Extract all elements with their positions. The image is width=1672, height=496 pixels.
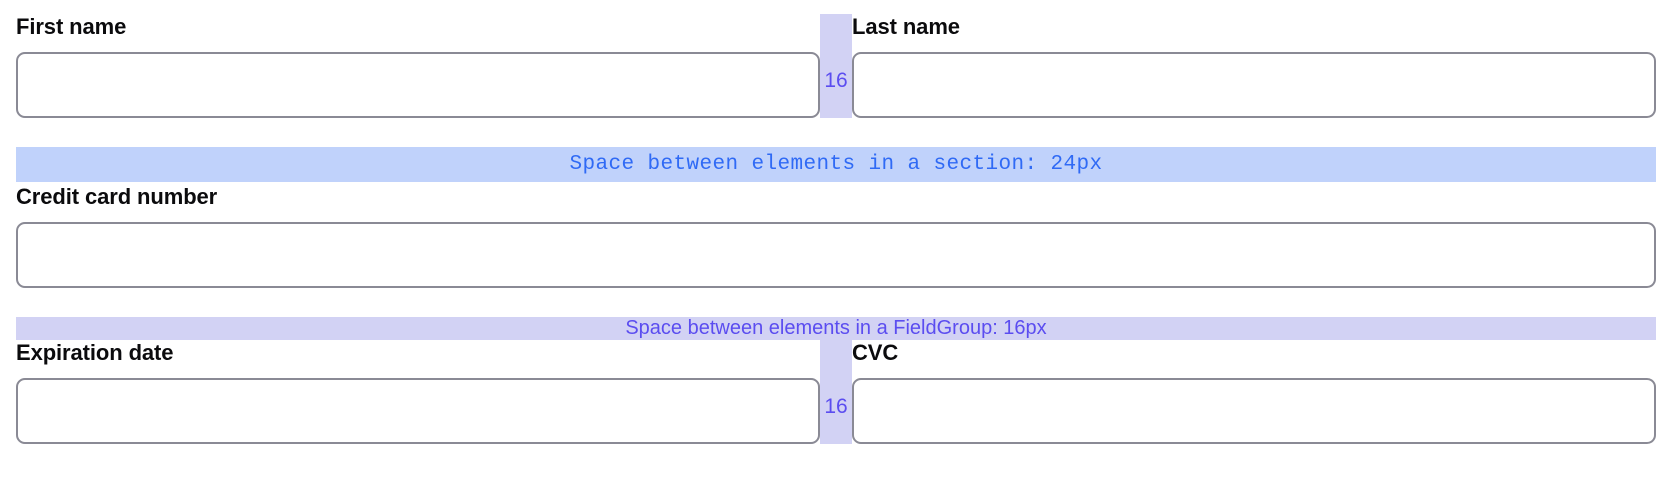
label-last-name: Last name [852, 14, 960, 39]
input-last-name[interactable] [852, 52, 1656, 118]
label-expiration-date: Expiration date [16, 340, 174, 365]
annotation-band-fieldgroup-spacing: Space between elements in a FieldGroup: … [16, 317, 1656, 340]
input-credit-card-number[interactable] [16, 222, 1656, 288]
label-cvc: CVC [852, 340, 899, 365]
annotation-band-section-spacing: Space between elements in a section: 24p… [16, 147, 1656, 182]
column-gap-annotation-name-row: 16 [820, 14, 852, 118]
form-row-name: First name 16 Last name [16, 14, 1656, 118]
label-first-name: First name [16, 14, 127, 39]
field-first-name: First name [16, 14, 820, 118]
annotation-fieldgroup-spacing-text: Space between elements in a FieldGroup: … [625, 317, 1047, 339]
annotation-section-spacing-text: Space between elements in a section: 24p… [569, 153, 1103, 176]
label-credit-card-number: Credit card number [16, 184, 218, 209]
field-expiration-date: Expiration date [16, 340, 820, 444]
field-last-name: Last name [852, 14, 1656, 118]
field-cvc: CVC [852, 340, 1656, 444]
input-expiration-date[interactable] [16, 378, 820, 444]
input-cvc[interactable] [852, 378, 1656, 444]
input-first-name[interactable] [16, 52, 820, 118]
field-credit-card-number: Credit card number [16, 184, 1656, 288]
column-gap-value: 16 [824, 395, 848, 418]
column-gap-value: 16 [824, 69, 848, 92]
column-gap-annotation-expiry-row: 16 [820, 340, 852, 444]
form-row-card: Credit card number [16, 184, 1656, 288]
form-row-expiry: Expiration date 16 CVC [16, 340, 1656, 444]
